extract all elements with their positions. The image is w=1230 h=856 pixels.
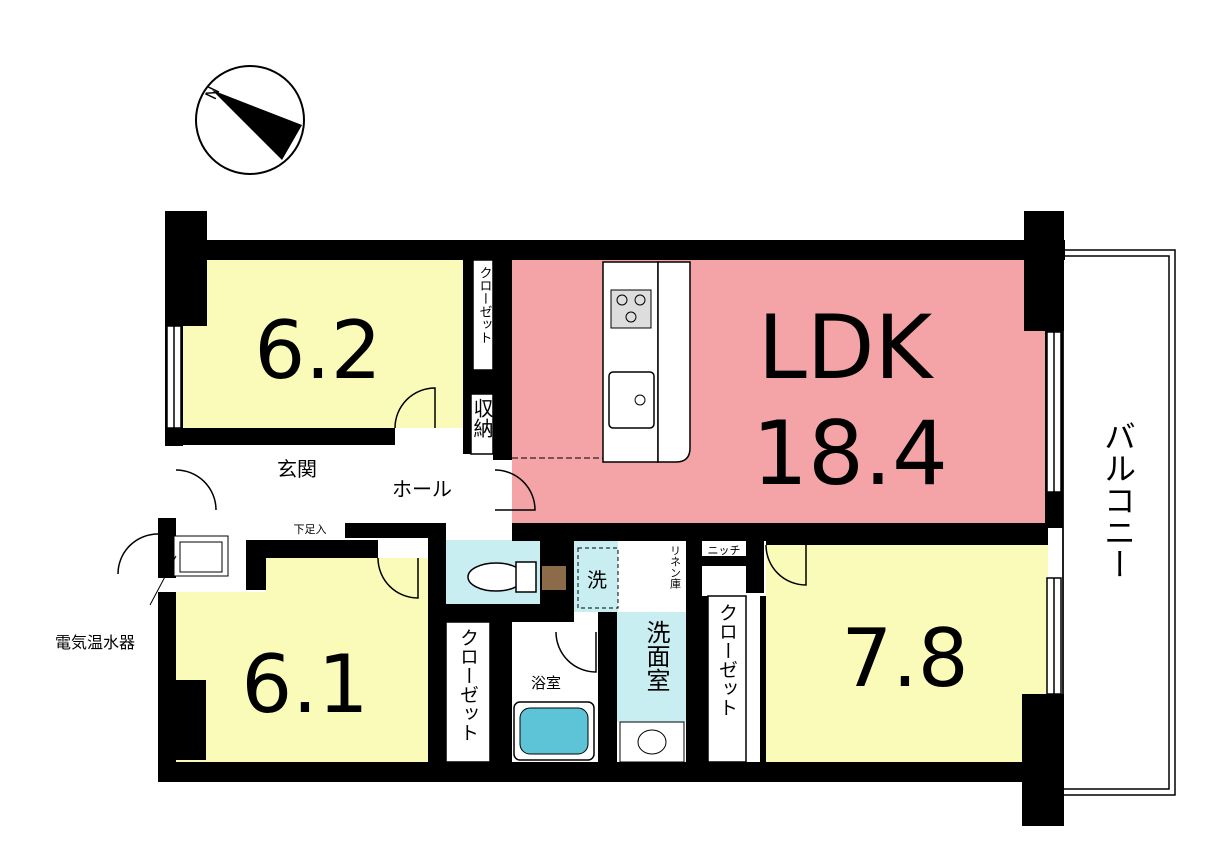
ldk-size: 18.4 xyxy=(752,402,948,505)
cooktop-icon xyxy=(610,289,652,329)
linen-label: リネン庫 xyxy=(669,545,682,590)
kitchen-counter xyxy=(602,261,691,463)
water-heater-label: 電気温水器 xyxy=(55,633,135,652)
door-swings xyxy=(117,387,807,673)
entrance-label: 玄関 xyxy=(277,457,317,481)
washroom-floor xyxy=(617,612,686,722)
compass: N xyxy=(195,65,305,175)
windows xyxy=(166,325,1062,695)
room-6-1-size: 6.1 xyxy=(241,638,368,731)
laundry-label: 洗 xyxy=(587,568,607,592)
room-6-2-size: 6.2 xyxy=(254,304,381,397)
room-7-8-size: 7.8 xyxy=(841,612,968,705)
kitchen-sink-icon xyxy=(608,371,655,429)
closet-label-3: クローゼット xyxy=(716,603,738,717)
north-arrow-icon xyxy=(212,90,302,160)
washer-pan-icon xyxy=(577,547,619,609)
laundry-floor xyxy=(574,541,618,612)
wash-basin-icon xyxy=(619,721,685,763)
bathroom-label: 浴室 xyxy=(531,674,561,692)
closet-label-1: クローゼット xyxy=(477,266,493,344)
closet-label-2: クローゼット xyxy=(457,628,479,742)
shoe-box-label: 下足入 xyxy=(294,523,327,536)
bathtub-icon xyxy=(513,701,595,761)
water-heater-icon xyxy=(149,535,229,606)
storage-label: 収納 xyxy=(470,398,494,438)
balcony xyxy=(1062,249,1176,796)
toilet-icon xyxy=(467,561,537,593)
ldk-name: LDK xyxy=(758,296,935,399)
washroom-label: 洗面室 xyxy=(642,620,670,692)
walls xyxy=(158,211,1065,826)
hall-label: ホール xyxy=(392,477,452,501)
niche-label: ニッチ xyxy=(708,544,741,557)
balcony-label: バルコニー xyxy=(1099,420,1137,580)
room-6-1-floor xyxy=(176,558,428,763)
closets xyxy=(445,259,747,763)
pipe-shaft-icon xyxy=(542,566,566,590)
room-7-8-floor xyxy=(766,545,1048,763)
room-6-2-floor xyxy=(183,260,463,428)
